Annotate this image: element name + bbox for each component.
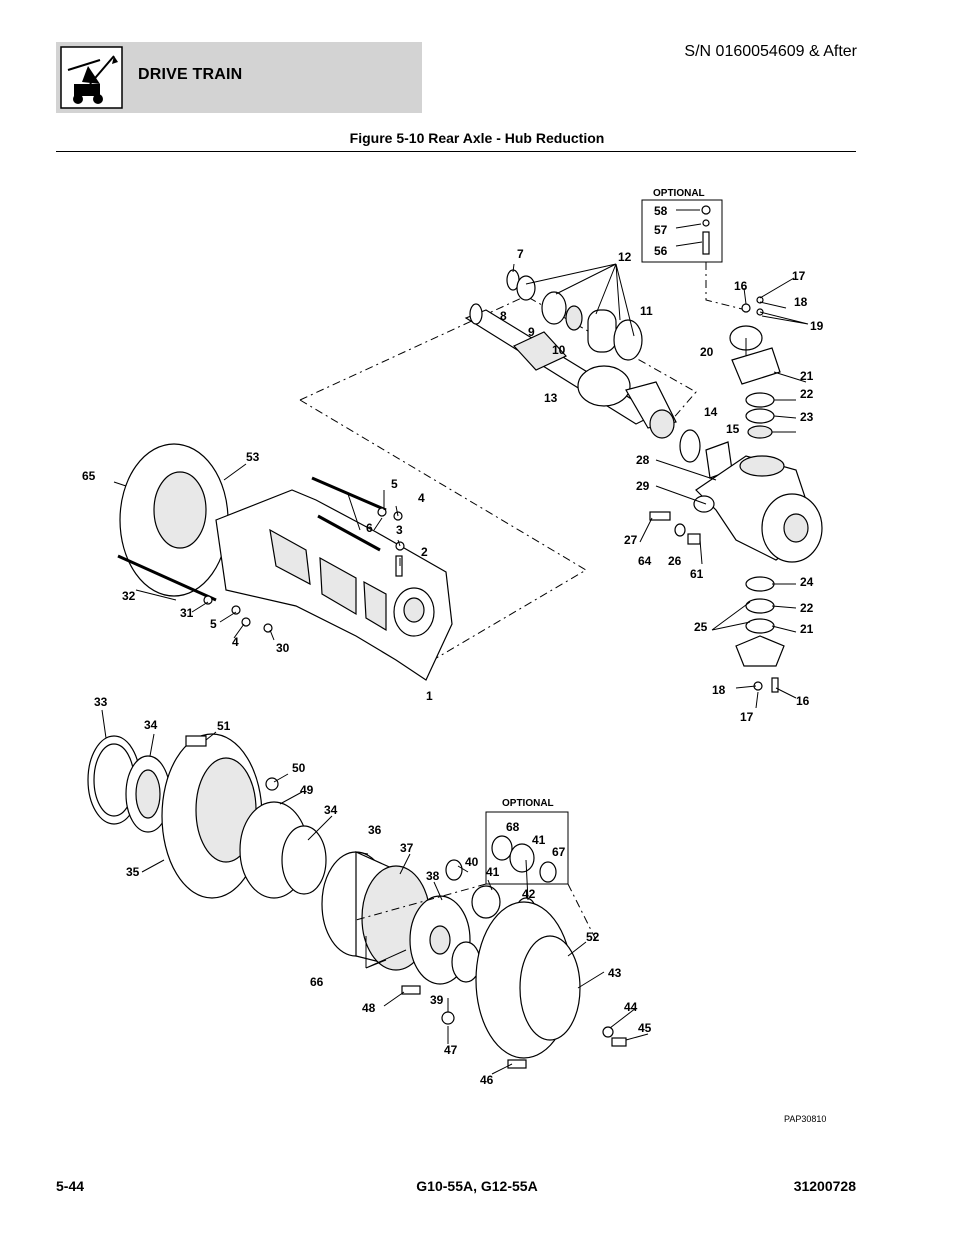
callout-5: 5: [391, 477, 398, 491]
callout-31: 31: [180, 606, 194, 620]
callout-65: 65: [82, 469, 96, 483]
callout-66: 66: [310, 975, 324, 989]
header-divider: [56, 151, 856, 152]
callout-18b: 18: [712, 683, 726, 697]
callout-50: 50: [292, 761, 306, 775]
callout-57: 57: [654, 223, 668, 237]
callout-12: 12: [618, 250, 632, 264]
callout-53: 53: [246, 450, 260, 464]
callout-47: 47: [444, 1043, 458, 1057]
callout-23: 23: [800, 410, 814, 424]
ring-gear: [321, 851, 431, 971]
callout-35: 35: [126, 865, 140, 879]
callout-14: 14: [704, 405, 718, 419]
page-number: 5-44: [56, 1178, 85, 1194]
callout-45: 45: [638, 1021, 652, 1035]
telehandler-icon: [60, 46, 123, 109]
callout-48: 48: [362, 1001, 376, 1015]
axle-housing: [119, 443, 453, 681]
model-numbers: G10-55A, G12-55A: [416, 1178, 538, 1194]
callout-7: 7: [517, 247, 524, 261]
callout-21b: 21: [800, 622, 814, 636]
callout-labels: 58 57 56 7 12 17 16 18 19 8 11 9 10 20 2…: [82, 204, 824, 1087]
document-number: 31200728: [793, 1178, 856, 1194]
callout-4b: 4: [232, 635, 239, 649]
callout-22b: 22: [800, 601, 814, 615]
steering-knuckle: [693, 455, 823, 563]
optional-label-top: OPTIONAL: [653, 188, 705, 199]
callout-67: 67: [552, 845, 566, 859]
callout-68: 68: [506, 820, 520, 834]
callout-10: 10: [552, 343, 566, 357]
callout-30: 30: [276, 641, 290, 655]
section-header: DRIVE TRAIN: [56, 42, 422, 113]
callout-39: 39: [430, 993, 444, 1007]
callout-20: 20: [700, 345, 714, 359]
callout-22: 22: [800, 387, 814, 401]
callout-43: 43: [608, 966, 622, 980]
callout-64: 64: [638, 554, 652, 568]
exploded-parts-diagram: OPTIONAL: [82, 188, 826, 1124]
callout-24: 24: [800, 575, 814, 589]
callout-46: 46: [480, 1073, 494, 1087]
callout-34b: 34: [324, 803, 338, 817]
callout-4: 4: [418, 491, 425, 505]
callout-42: 42: [522, 887, 536, 901]
callout-58: 58: [654, 204, 668, 218]
serial-number: S/N 0160054609 & After: [684, 43, 857, 60]
callout-26: 26: [668, 554, 682, 568]
callout-34: 34: [144, 718, 158, 732]
callout-41b: 41: [532, 833, 546, 847]
callout-17: 17: [792, 269, 806, 283]
callout-28: 28: [636, 453, 650, 467]
callout-41: 41: [486, 865, 500, 879]
callout-27: 27: [624, 533, 638, 547]
callout-1: 1: [426, 689, 433, 703]
drawing-id: PAP30810: [784, 1114, 826, 1124]
callout-29: 29: [636, 479, 650, 493]
callout-32: 32: [122, 589, 136, 603]
optional-box-top: [641, 199, 723, 263]
callout-6: 6: [366, 521, 373, 535]
callout-61: 61: [690, 567, 704, 581]
callout-25: 25: [694, 620, 708, 634]
callout-5b: 5: [210, 617, 217, 631]
optional-label-bottom: OPTIONAL: [502, 798, 554, 809]
callout-56: 56: [654, 244, 668, 258]
callout-49: 49: [300, 783, 314, 797]
callout-13: 13: [544, 391, 558, 405]
callout-40: 40: [465, 855, 479, 869]
callout-19: 19: [810, 319, 824, 333]
callout-51: 51: [217, 719, 231, 733]
callout-15: 15: [726, 422, 740, 436]
callout-16b: 16: [796, 694, 810, 708]
callout-37: 37: [400, 841, 414, 855]
section-title: DRIVE TRAIN: [138, 66, 243, 83]
callout-44: 44: [624, 1000, 638, 1014]
callout-38: 38: [426, 869, 440, 883]
callout-9: 9: [528, 325, 535, 339]
callout-52: 52: [586, 930, 600, 944]
callout-33: 33: [94, 695, 108, 709]
callout-2: 2: [421, 545, 428, 559]
callout-17b: 17: [740, 710, 754, 724]
callout-18: 18: [794, 295, 808, 309]
callout-11: 11: [640, 304, 653, 318]
leader-lines: [101, 209, 809, 1075]
callout-8: 8: [500, 309, 507, 323]
callout-36: 36: [368, 823, 382, 837]
callout-3: 3: [396, 523, 403, 537]
figure-title: Figure 5-10 Rear Axle - Hub Reduction: [349, 130, 605, 146]
axle-shaft: [464, 303, 677, 439]
planetary-cover: [475, 901, 581, 1059]
callout-16: 16: [734, 279, 748, 293]
callout-21: 21: [800, 369, 814, 383]
